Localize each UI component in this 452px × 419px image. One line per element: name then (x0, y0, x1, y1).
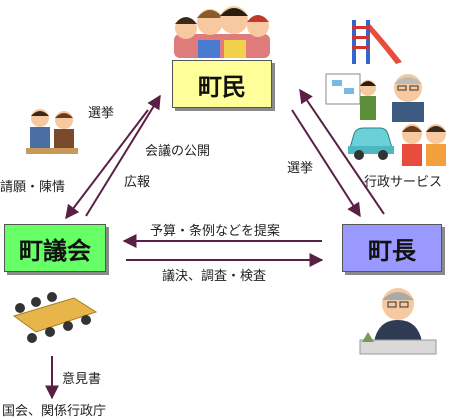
election-label-mayor: 選挙 (287, 161, 314, 176)
playground-slide-illustration (352, 20, 402, 64)
arrow-assembly-to-citizens (85, 94, 161, 217)
citizens-label: 町民 (198, 72, 246, 101)
car-illustration (348, 127, 394, 160)
opinion-label: 意見書 (62, 372, 102, 387)
citizens-node: 町民 (172, 60, 272, 108)
teacher-illustration (325, 73, 376, 120)
mayor-label: 町長 (368, 236, 416, 265)
assembly-node: 町議会 (4, 224, 106, 272)
election-label-assembly: 選挙 (88, 106, 115, 121)
conference-table-illustration (12, 292, 98, 343)
admin-services-label: 行政サービス (364, 175, 443, 190)
petition-label: 請願・陳情 (0, 180, 66, 195)
family-illustration (174, 6, 270, 58)
mayor-node: 町長 (342, 224, 442, 272)
arrow-citizens-to-mayor (291, 109, 361, 218)
arrow-citizens-to-assembly (65, 109, 149, 220)
petition-meeting-illustration (26, 109, 78, 154)
open-meetings-label: 会議の公開 (145, 144, 211, 159)
decision-label: 議決、調査・検査 (162, 269, 267, 284)
mayor-illustration (359, 288, 437, 355)
opinion-target-label: 国会、関係行政庁 (2, 404, 107, 419)
proposal-label: 予算・条例などを提案 (150, 224, 281, 239)
assembly-label: 町議会 (19, 236, 91, 265)
public-relations-label: 広報 (124, 175, 151, 190)
elderly-man-illustration (392, 74, 424, 122)
children-illustration (402, 124, 446, 166)
arrow-mayor-to-citizens (299, 88, 385, 215)
